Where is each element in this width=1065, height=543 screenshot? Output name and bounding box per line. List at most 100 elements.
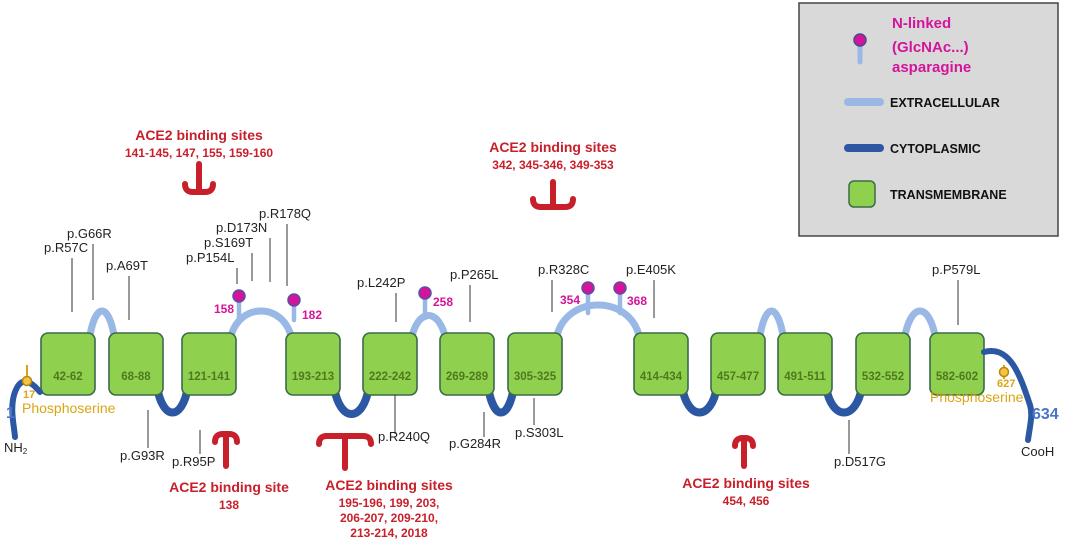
transmembrane-segment	[710, 332, 766, 396]
glycosylation-site-icon	[581, 281, 595, 295]
ace2-inhibitor-marker	[530, 179, 576, 210]
segment-range-label: 269-289	[446, 371, 488, 383]
cytoplasmic-loop	[484, 383, 518, 417]
mutation-label: p.R178Q	[259, 206, 311, 221]
glycosylation-site-icon	[418, 286, 432, 300]
phospho-site-icon	[998, 366, 1010, 378]
legend-glycosylation-line-2: (GlcNAc...)	[892, 39, 969, 56]
transmembrane-segment	[181, 332, 237, 396]
mutation-label: p.S169T	[204, 235, 253, 250]
mutation-label: p.D173N	[216, 220, 267, 235]
transmembrane-segment	[108, 332, 164, 396]
n-terminus: 17 Phosphoserine 1 NH2	[4, 365, 116, 456]
phosphoserine-label-left: Phosphoserine	[22, 400, 116, 416]
segment-range-label: 532-552	[862, 371, 904, 383]
ace2-site-residues: 141-145, 147, 155, 159-160	[125, 146, 273, 160]
segment-range-label: 193-213	[292, 371, 334, 383]
ace2-site-title: ACE2 binding sites	[489, 139, 617, 155]
n-terminus-number: 1	[6, 405, 15, 422]
glycosylation-site-icon	[287, 293, 301, 307]
mutation-label: p.R240Q	[378, 429, 430, 444]
mutation-label: p.S303L	[515, 425, 563, 440]
mutation-label: p.A69T	[106, 258, 148, 273]
c-terminus-number: 634	[1032, 406, 1059, 423]
segment-range-label: 305-325	[514, 371, 557, 383]
glycosylation-position-label: 258	[433, 295, 453, 309]
mutation-label: p.E405K	[626, 262, 676, 277]
transmembrane-segment	[362, 332, 418, 396]
cytoplasmic-loop	[822, 383, 866, 417]
legend-extracellular: EXTRACELLULAR	[890, 96, 1000, 110]
transmembrane-segment	[855, 332, 911, 396]
glycosylation-position-label: 368	[627, 294, 647, 308]
segment-range-label: 222-242	[369, 371, 411, 383]
glycosylation-position-label: 182	[302, 308, 322, 322]
segment-range-label: 414-434	[640, 371, 683, 383]
legend-transmembrane: TRANSMEMBRANE	[890, 188, 1007, 202]
n-terminus-label: NH2	[4, 440, 28, 456]
segment-range-label: 582-602	[936, 371, 978, 383]
ace2-site-residues: 454, 456	[723, 494, 770, 508]
legend-cytoplasmic: CYTOPLASMIC	[890, 142, 981, 156]
ace2-site-title: ACE2 binding site	[169, 479, 289, 495]
ace2-site-residues: 195-196, 199, 203,	[339, 496, 440, 510]
phospho-position-left: 17	[23, 389, 35, 401]
ace2-inhibitor-marker	[316, 433, 374, 471]
c-terminus-label: CooH	[1021, 444, 1054, 459]
legend: N-linked (GlcNAc...) asparagine EXTRACEL…	[798, 2, 1059, 237]
phospho-site-icon	[21, 375, 33, 387]
legend-glycosylation-line-1: N-linked	[892, 15, 951, 32]
mutation-label: p.G284R	[449, 436, 501, 451]
mutation-label: p.P265L	[450, 267, 498, 282]
cytoplasmic-loop	[153, 383, 192, 417]
transmembrane-segment	[633, 332, 689, 396]
ace2-inhibitor-marker	[212, 431, 240, 469]
segment-range-label: 491-511	[784, 371, 826, 383]
extracellular-loop	[407, 312, 450, 345]
legend-glycosylation-line-3: asparagine	[892, 59, 971, 76]
c-terminal-tail	[981, 348, 1035, 443]
glycosylation-site-icon	[613, 281, 627, 295]
extracellular-loop	[226, 307, 296, 345]
mutation-label: p.P579L	[932, 262, 980, 277]
transmembrane-segment	[439, 332, 495, 396]
mutation-label: p.R57C	[44, 240, 88, 255]
ace2-site-residues: 206-207, 209-210,	[340, 511, 438, 525]
transmembrane-segment	[40, 332, 96, 396]
mutation-label: p.G93R	[120, 448, 165, 463]
transmembrane-segment	[777, 332, 833, 396]
ace2-site-title: ACE2 binding sites	[325, 477, 453, 493]
transmembrane-swatch	[848, 180, 876, 208]
extracellular-loop	[900, 307, 940, 345]
segment-range-label: 68-88	[121, 371, 151, 383]
ace2-site-residues: 342, 345-346, 349-353	[492, 158, 614, 172]
legend-box	[798, 2, 1059, 237]
glycosylation-position-label: 354	[560, 293, 580, 307]
phosphoserine-label-right: Phosphoserine	[930, 389, 1024, 405]
mutations-layer: p.R57Cp.G66Rp.A69Tp.P154Lp.S169Tp.D173Np…	[44, 206, 980, 469]
ace2-site-residues: 138	[219, 498, 239, 512]
phospho-position-right: 627	[997, 378, 1015, 390]
ace2-site-title: ACE2 binding sites	[135, 127, 263, 143]
glycosylation-legend-icon	[853, 33, 867, 47]
transmembrane-segment	[285, 332, 341, 396]
ace2-inhibitor-marker	[182, 161, 216, 195]
transmembrane-segment	[929, 332, 985, 396]
mutation-label: p.G66R	[67, 226, 112, 241]
glycosylation-layer: 158 182 258 354 368	[214, 281, 647, 323]
segment-range-label: 121-141	[188, 371, 231, 383]
segment-range-label: 457-477	[717, 371, 759, 383]
transmembrane-layer: 42-62 68-88 121-141 193-213 222-242 269-289 30…	[40, 332, 985, 396]
mutation-label: p.R328C	[538, 262, 589, 277]
ace2-inhibitor-marker	[732, 435, 756, 469]
extracellular-loop	[755, 307, 788, 345]
ace2-site-residues: 213-214, 2018	[350, 526, 428, 540]
ace2-layer: ACE2 binding sites 141-145, 147, 155, 159…	[125, 127, 810, 540]
mutation-label: p.D517G	[834, 454, 886, 469]
mutation-label: p.R95P	[172, 454, 215, 469]
glycosylation-site-icon	[232, 289, 246, 303]
transmembrane-segment	[507, 332, 563, 396]
segment-range-label: 42-62	[53, 371, 82, 383]
glycosylation-position-label: 158	[214, 302, 234, 316]
